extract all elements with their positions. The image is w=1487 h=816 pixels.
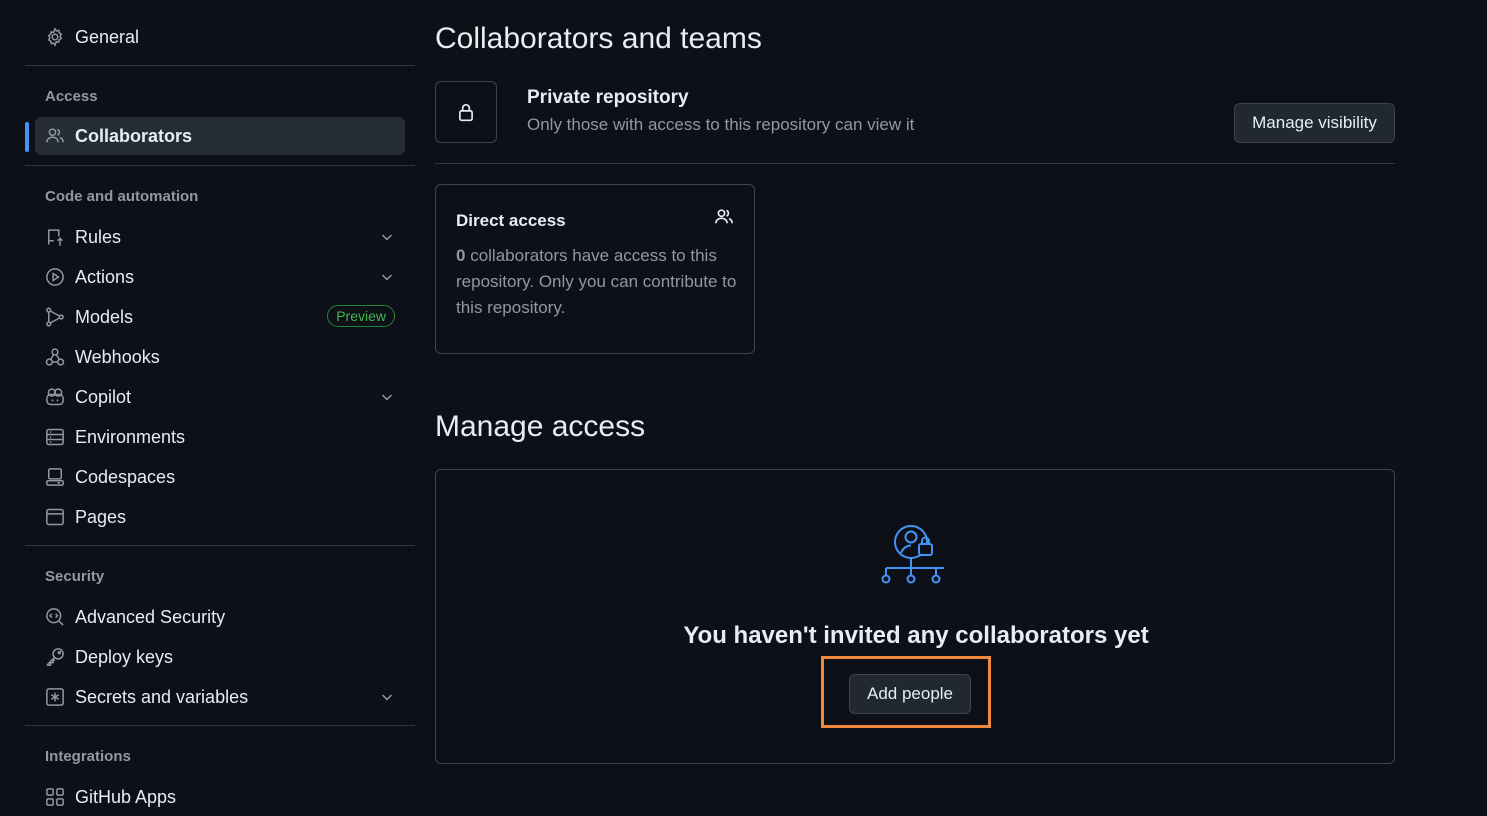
divider: [435, 163, 1395, 164]
sidebar-item-general[interactable]: General: [35, 18, 405, 56]
manage-access-empty-state: You haven't invited any collaborators ye…: [435, 469, 1395, 764]
sidebar-item-label: Secrets and variables: [75, 686, 249, 707]
browser-icon: [45, 507, 65, 527]
sidebar-item-label: Pages: [75, 506, 127, 527]
chevron-down-icon[interactable]: [379, 269, 395, 285]
sidebar-item-pages[interactable]: Pages: [35, 498, 405, 536]
sidebar-item-label: Actions: [75, 266, 135, 287]
sidebar-item-label: Environments: [75, 426, 186, 447]
sidebar-item-actions[interactable]: Actions: [35, 258, 405, 296]
preview-badge: Preview: [327, 305, 395, 327]
sidebar-item-label: Models: [75, 306, 134, 327]
play-icon: [45, 267, 65, 287]
add-people-button[interactable]: Add people: [849, 674, 971, 714]
section-heading-code-automation: Code and automation: [45, 188, 199, 205]
sidebar-item-label: GitHub Apps: [75, 786, 177, 807]
chevron-down-icon[interactable]: [379, 389, 395, 405]
sidebar-item-webhooks[interactable]: Webhooks: [35, 338, 405, 376]
main-content: Collaborators and teams Private reposito…: [435, 0, 1395, 798]
sidebar-item-copilot[interactable]: Copilot: [35, 378, 405, 416]
people-icon: [45, 126, 65, 146]
direct-access-card: Direct access 0 collaborators have acces…: [435, 184, 755, 354]
visibility-title: Private repository: [527, 87, 689, 108]
section-heading-integrations: Integrations: [45, 748, 131, 765]
direct-access-description: 0 collaborators have access to this repo…: [456, 243, 746, 321]
highlight-box: [821, 656, 991, 728]
rules-icon: [45, 227, 65, 247]
section-heading-security: Security: [45, 568, 105, 585]
sidebar-item-environments[interactable]: Environments: [35, 418, 405, 456]
sidebar-item-label: Advanced Security: [75, 606, 226, 627]
visibility-icon-box: [435, 81, 497, 143]
empty-state-title: You haven't invited any collaborators ye…: [683, 622, 1149, 649]
codescan-icon: [45, 607, 65, 627]
direct-access-title: Direct access: [456, 211, 566, 230]
sidebar-item-label: General: [75, 26, 140, 47]
sidebar-item-github-apps[interactable]: GitHub Apps: [35, 778, 405, 816]
server-icon: [45, 427, 65, 447]
chevron-down-icon[interactable]: [379, 229, 395, 245]
sidebar-item-label: Rules: [75, 226, 122, 247]
active-indicator: [25, 122, 29, 152]
collaborator-count: 0: [456, 246, 466, 265]
asterisk-icon: [45, 687, 65, 707]
sidebar-item-collaborators[interactable]: Collaborators: [35, 117, 405, 155]
sidebar-item-secrets-variables[interactable]: Secrets and variables: [35, 678, 405, 716]
settings-sidebar: General Access Collaborators Code and au…: [25, 0, 415, 807]
divider: [25, 725, 415, 726]
visibility-subtitle: Only those with access to this repositor…: [527, 115, 915, 134]
person-lock-network-icon: [881, 525, 944, 584]
models-icon: [45, 307, 65, 327]
sidebar-item-codespaces[interactable]: Codespaces: [35, 458, 405, 496]
sidebar-item-label: Codespaces: [75, 466, 176, 487]
sidebar-item-rules[interactable]: Rules: [35, 218, 405, 256]
webhook-icon: [45, 347, 65, 367]
page-title: Collaborators and teams: [435, 22, 762, 55]
sidebar-item-label: Webhooks: [75, 346, 160, 367]
codespaces-icon: [45, 467, 65, 487]
divider: [25, 545, 415, 546]
people-icon: [715, 209, 733, 224]
sidebar-item-label: Collaborators: [75, 125, 193, 146]
section-title-manage-access: Manage access: [435, 410, 646, 443]
sidebar-item-label: Copilot: [75, 386, 132, 407]
lock-icon: [459, 104, 473, 122]
copilot-icon: [45, 387, 65, 407]
sidebar-item-deploy-keys[interactable]: Deploy keys: [35, 638, 405, 676]
key-icon: [45, 647, 65, 667]
sidebar-item-advanced-security[interactable]: Advanced Security: [35, 598, 405, 636]
sidebar-item-models[interactable]: Models Preview: [35, 298, 405, 336]
divider: [25, 165, 415, 166]
gear-icon: [45, 27, 65, 47]
chevron-down-icon[interactable]: [379, 689, 395, 705]
direct-access-text: collaborators have access to this reposi…: [456, 246, 737, 317]
divider: [25, 65, 415, 66]
manage-visibility-button[interactable]: Manage visibility: [1234, 103, 1395, 143]
sidebar-item-label: Deploy keys: [75, 646, 174, 667]
apps-icon: [45, 787, 65, 807]
section-heading-access: Access: [45, 88, 98, 105]
